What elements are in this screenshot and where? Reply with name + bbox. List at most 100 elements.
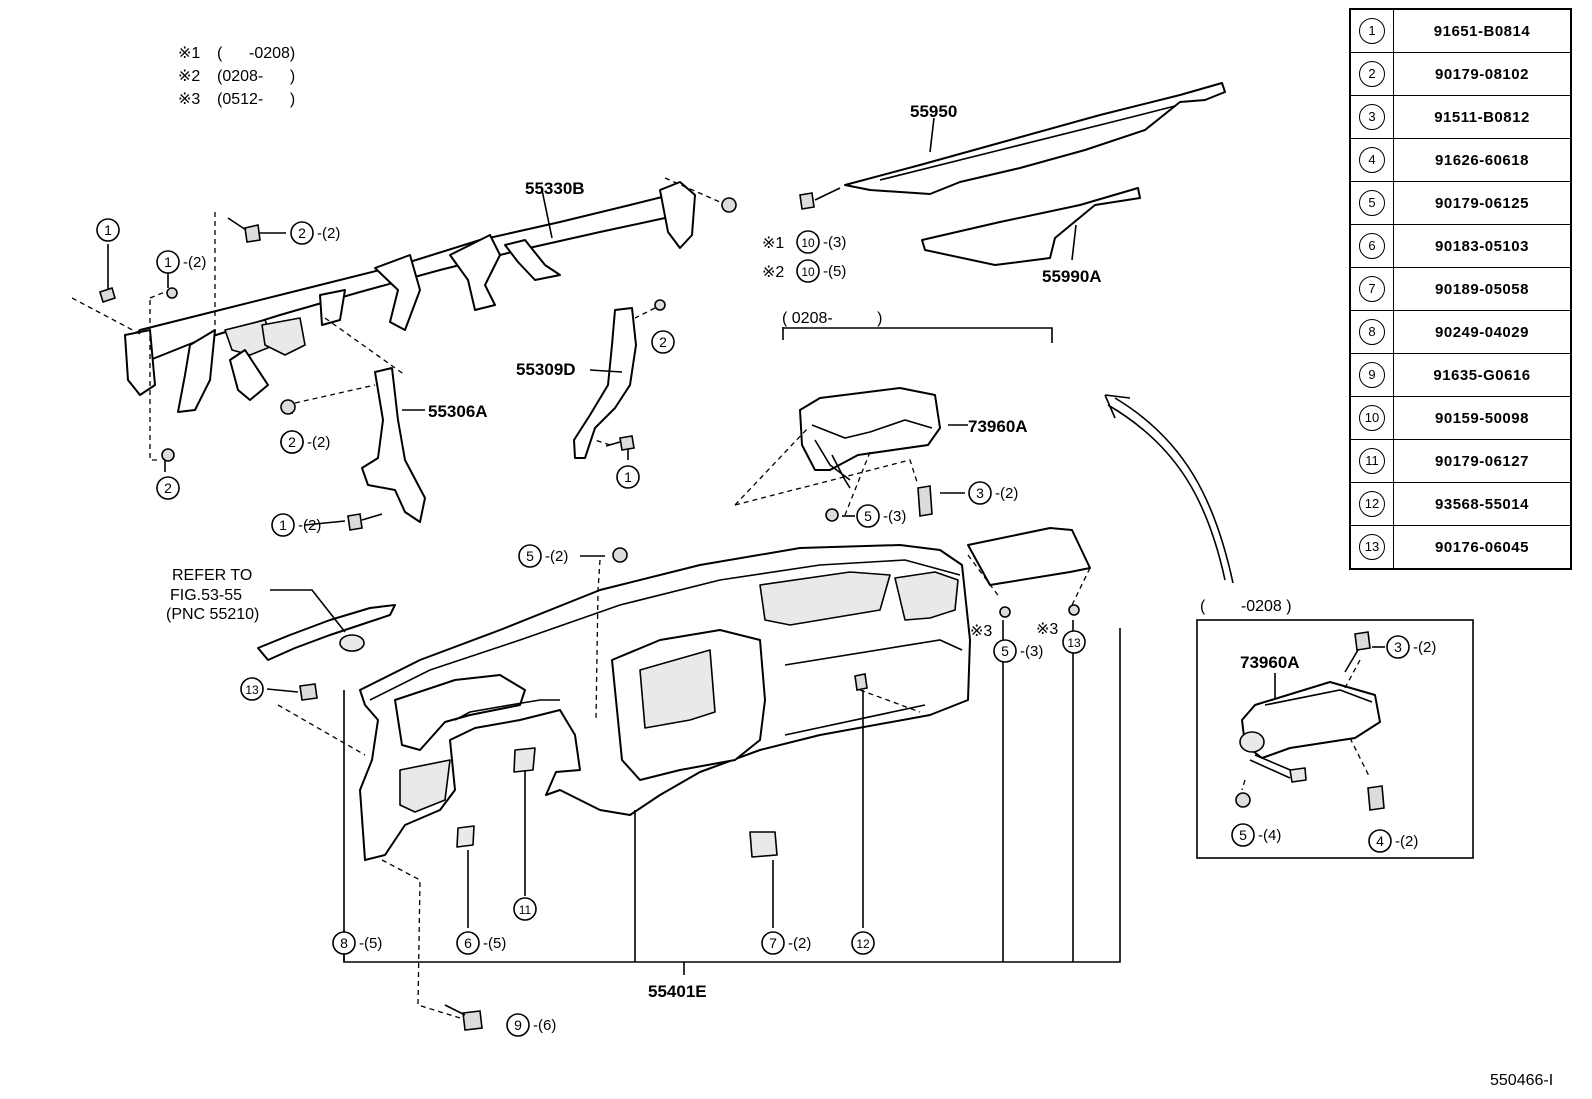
ref-key: 12 [1349,482,1394,526]
callout-3: 3-(2) [1386,635,1436,659]
star-1: ※1 [762,235,784,252]
callout-5: 5-(2) [518,544,568,568]
instrument-panel-55401e [359,544,971,861]
ref-part-number: 91635-G0616 [1393,353,1572,397]
callout-7: 7-(2) [761,931,811,955]
ref-row: 8 90249-04029 [1349,310,1572,354]
callout-qty: -(3) [823,234,846,251]
callouts: 12-(2)1-(2)222-(2)1-(2)2110-(3)10-(5)3-(… [96,218,1436,1037]
callout-4: 4-(2) [1368,829,1418,853]
callout-circle [518,544,542,568]
ref-key: 3 [1349,95,1394,139]
ref-part-number: 90249-04029 [1393,310,1572,354]
callout-13: 13 [1062,630,1086,654]
callout-number: 2 [164,480,172,496]
callout-number: 13 [1067,636,1081,650]
star-3a: ※3 [970,623,992,640]
reinforcement-beam [124,181,696,413]
label-55309d: 55309D [516,360,576,379]
label-55330b: 55330B [525,179,585,198]
callout-1: 1 [96,218,120,242]
airbag-lid [967,527,1091,586]
ref-part-number: 90179-06125 [1393,181,1572,225]
callout-circle [156,476,180,500]
refer-to-line3: (PNC 55210) [166,606,259,623]
fasteners [99,187,1385,1031]
ref-key-circle: 8 [1359,319,1385,345]
callout-qty: -(5) [823,263,846,280]
ref-key: 11 [1349,439,1394,483]
ref-part-number: 91626-60618 [1393,138,1572,182]
callout-number: 8 [340,935,348,951]
solid-leaders [107,117,1385,975]
label-73960a-main: 73960A [968,417,1028,436]
callout-number: 3 [976,485,984,501]
ref-key-circle: 12 [1359,491,1385,517]
refer-to-line1: REFER TO [172,567,252,584]
callout-13: 13 [240,677,264,701]
callout-qty: -(2) [183,254,206,271]
callout-circle [616,465,640,489]
ref-key-circle: 5 [1359,190,1385,216]
callout-3: 3 -(2) [968,481,1018,505]
ref-key: 1 [1349,8,1394,53]
ref-key-circle: 10 [1359,405,1385,431]
callout-number: 1 [624,469,632,485]
callout-9: 9-(6) [506,1013,556,1037]
callout-circle [506,1013,530,1037]
callout-number: 6 [464,935,472,951]
callout-number: 5 [1239,827,1247,843]
callout-number: 4 [1376,833,1384,849]
trim-55990a [921,187,1141,266]
callout-circle [332,931,356,955]
label-73960a-inset: 73960A [1240,653,1300,672]
callout-5: 5-(3) [993,639,1043,663]
ref-key-circle: 3 [1359,104,1385,130]
callout-qty: -(2) [995,485,1018,502]
callout-1: 1-(2) [271,513,321,537]
note-3-mark: ※3 [178,91,200,108]
callout-number: 2 [659,334,667,350]
callout-circle [851,931,875,955]
callout-qty: -(3) [1020,643,1043,660]
ref-key-circle: 1 [1359,18,1385,44]
direction-arrow [1114,397,1234,584]
callout-12: 12 [851,931,875,955]
callout-circle [968,481,992,505]
callout-number: 1 [164,254,172,270]
callout-number: 5 [864,508,872,524]
callout-number: 10 [801,265,815,279]
callout-number: 11 [519,903,532,917]
callout-number: 10 [801,236,815,250]
callout-5: 5 -(4) [1231,823,1281,847]
cluster-finish-panel [257,604,396,661]
callout-circle [156,250,180,274]
star-3b: ※3 [1036,621,1058,638]
callout-qty: -(2) [307,434,330,451]
ref-key: 6 [1349,224,1394,268]
callout-11: 11 [513,897,537,921]
callout-circle [761,931,785,955]
label-55990a: 55990A [1042,267,1102,286]
range-inset-box: ( -0208 ) [1200,598,1292,615]
callout-2: 2-(2) [290,221,340,245]
callout-qty: -(4) [1258,827,1281,844]
callout-circle [1368,829,1392,853]
callout-number: 2 [288,434,296,450]
callout-circle [96,218,120,242]
ref-key: 10 [1349,396,1394,440]
callout-5: 5-(3) [856,504,906,528]
callout-10: 10 -(3) [796,230,846,254]
brace-55309d [573,307,637,459]
note-1-mark: ※1 [178,45,200,62]
callout-number: 5 [526,548,534,564]
label-55401e: 55401E [648,982,707,1001]
part-labels: 55950 55330B 55990A 55309D 55306A 73960A… [166,102,1553,1089]
